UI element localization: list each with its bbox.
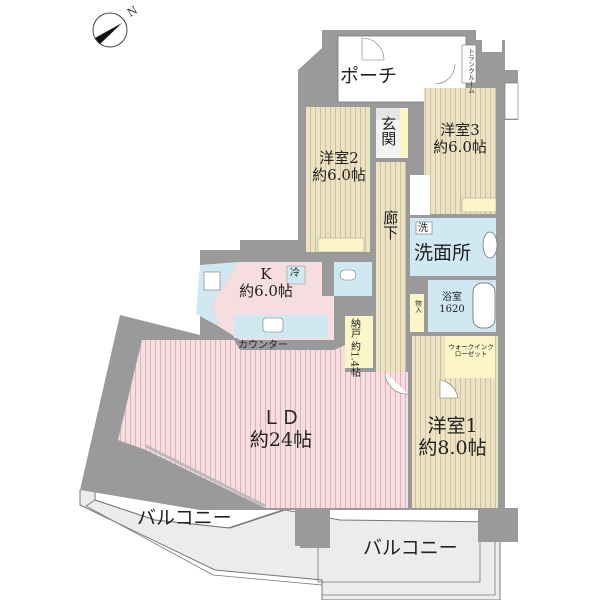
western-room-3-name: 洋室3 <box>440 121 480 139</box>
western-room-2-name: 洋室2 <box>319 149 359 167</box>
western-room-3-size: 約6.0帖 <box>433 138 487 157</box>
bathroom-size: 1620 <box>439 303 465 315</box>
living-dining-size: 約24帖 <box>249 428 313 451</box>
balcony-right-label: バルコニー <box>363 537 458 559</box>
walkin-closet-label: ウォークインクローゼット <box>448 343 494 359</box>
storage-size: 約1.4帖 <box>348 341 360 378</box>
western-room-2 <box>306 107 370 252</box>
storage-label: 納戸 約1.4帖 <box>348 318 360 377</box>
svg-text:N: N <box>125 3 140 19</box>
washroom-label: 洗面所 <box>414 242 472 264</box>
storage-area <box>345 316 373 368</box>
porch-label: ポーチ <box>340 65 398 87</box>
living-dining-label: ＬＤ 約24帖 <box>246 407 316 452</box>
kitchen-label: K 約6.0帖 <box>236 265 296 301</box>
western-room-1-name: 洋室1 <box>427 415 478 437</box>
kitchen-size: 約6.0帖 <box>239 282 293 301</box>
western-room-2-label: 洋室2 約6.0帖 <box>309 149 369 185</box>
trunk-room-label: トランクルーム <box>466 48 475 94</box>
fridge-label: 冷 <box>290 268 300 279</box>
storage-name: 納戸 <box>348 318 360 338</box>
compass-icon: N <box>92 3 140 48</box>
kitchen-name: K <box>260 265 272 283</box>
living-dining-name: ＬＤ <box>261 407 300 429</box>
western-room-3-label: 洋室3 約6.0帖 <box>430 121 490 157</box>
western-room-3 <box>424 88 496 214</box>
washer-icon: 洗 <box>418 223 428 234</box>
western-room-2-size: 約6.0帖 <box>312 166 366 185</box>
bathroom-label: 浴室 1620 <box>432 292 472 315</box>
closet-label: 物入 <box>413 300 422 313</box>
closet-area <box>410 294 424 332</box>
balcony-left-label: バルコニー <box>137 507 232 529</box>
bathroom-name: 浴室 <box>442 292 462 303</box>
counter-label: カウンター <box>238 340 288 351</box>
living-dining-area <box>118 340 408 508</box>
western-room-1-size: 約8.0帖 <box>418 436 487 459</box>
hallway-label: 廊下 <box>381 210 400 240</box>
western-room-1-label: 洋室1 約8.0帖 <box>415 415 490 460</box>
entrance-label: 玄関 <box>379 116 398 146</box>
